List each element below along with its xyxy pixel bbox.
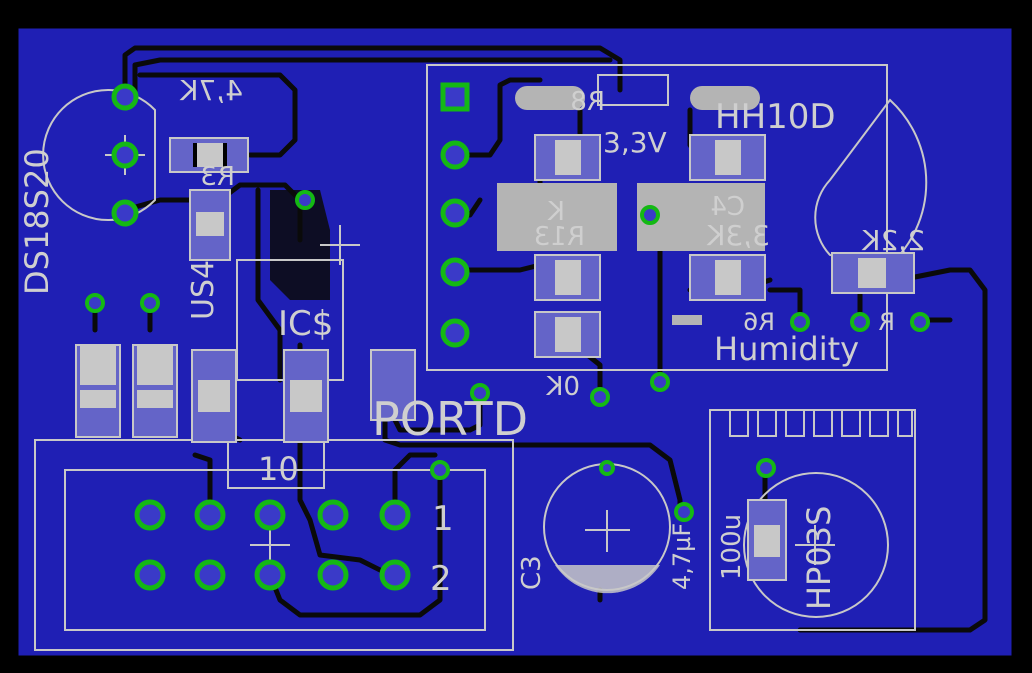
r-4k7-label: 4,7K bbox=[179, 74, 243, 107]
copper-pour-region bbox=[270, 190, 330, 300]
smd-components bbox=[75, 134, 915, 581]
r13-label: R13 bbox=[534, 222, 585, 252]
c-100u-label: 100u bbox=[717, 514, 747, 580]
hp03s-label: HP03S bbox=[800, 506, 838, 610]
ic-label: IC$ bbox=[278, 304, 333, 344]
hp03s-teeth bbox=[729, 409, 913, 437]
board-outline bbox=[15, 25, 1015, 659]
r8-label: R8 bbox=[570, 87, 605, 117]
ok-label: 0K bbox=[545, 372, 580, 402]
c3-label: C3 bbox=[517, 555, 547, 590]
hh10d-label: HH10D bbox=[715, 97, 836, 137]
humidity-label: Humidity bbox=[714, 330, 859, 368]
k-tag-label: K bbox=[547, 197, 565, 227]
ten-label: 10 bbox=[258, 450, 299, 488]
c-4u7-label: 4,7µF bbox=[668, 523, 696, 590]
silkscreen-text: DS18S20 US4 IC$ PORTD 10 HH10D Humidity … bbox=[18, 74, 925, 610]
portd-label: PORTD bbox=[372, 392, 528, 446]
through-hole-pads bbox=[85, 82, 930, 591]
pin2-label: 2 bbox=[430, 559, 452, 599]
r6-label: R6 bbox=[743, 308, 775, 336]
pin1-label: 1 bbox=[432, 499, 454, 539]
ds18s20-label: DS18S20 bbox=[18, 148, 56, 295]
r-tag-label: R bbox=[878, 308, 895, 336]
us4-label: US4 bbox=[186, 260, 221, 320]
c4-label: C4 bbox=[710, 192, 745, 222]
r3-label: R3 bbox=[200, 162, 235, 192]
c3-polarity-band bbox=[555, 565, 660, 594]
r-2k2-label: 2,2K bbox=[861, 224, 925, 257]
r-3k3-label: 3,3K bbox=[706, 219, 770, 252]
silkscreen-layer bbox=[34, 64, 928, 651]
voltage-label: 3,3V bbox=[603, 126, 667, 159]
